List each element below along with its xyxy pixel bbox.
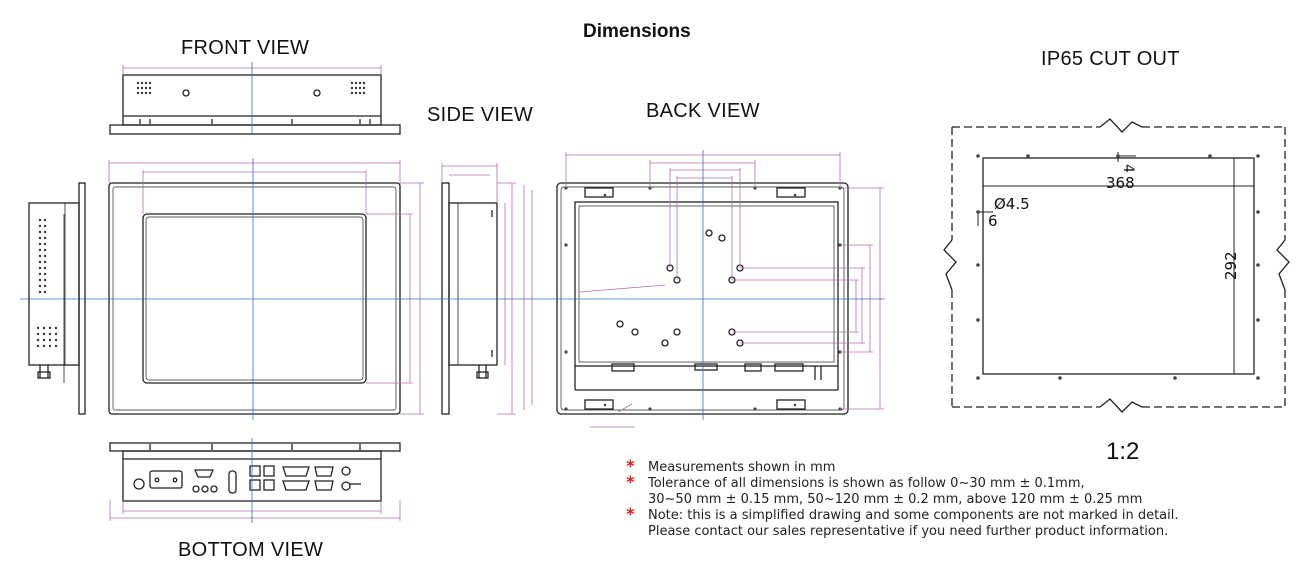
bottom-dimension-lines	[109, 500, 401, 521]
front-view-drawing	[109, 74, 401, 135]
note-line: Measurements shown in mm	[648, 460, 836, 475]
note-star: *	[626, 505, 635, 525]
note-line: Note: this is a simplified drawing and s…	[648, 508, 1179, 523]
main-panel-dimension-lines	[108, 160, 424, 415]
main-panel-drawing	[108, 182, 401, 415]
note-line: Please contact our sales representative …	[648, 524, 1169, 539]
note-line: 30~50 mm ± 0.15 mm, 50~120 mm ± 0.2 mm, …	[648, 492, 1143, 507]
back-view-label: BACK VIEW	[646, 100, 760, 122]
note-star: *	[626, 457, 635, 477]
notes-block: * Measurements shown in mm * Tolerance o…	[626, 457, 1179, 540]
bottom-view-label: BOTTOM VIEW	[178, 539, 324, 561]
cutout-holes	[976, 154, 1260, 380]
back-dimension-lines	[565, 152, 884, 428]
back-centerlines	[540, 150, 885, 420]
left-side-vents	[36, 218, 58, 348]
cutout-hole-label: Ø4.5	[994, 195, 1030, 213]
cutout-height-label: 292	[1222, 251, 1240, 280]
left-side-drawing	[28, 182, 86, 415]
cutout-width-label: 368	[1106, 174, 1135, 192]
page-title: Dimensions	[583, 21, 691, 42]
cutout-left-offset-label: 6	[988, 212, 998, 230]
bottom-view-drawing	[109, 442, 401, 502]
scale-label: 1:2	[1106, 438, 1140, 465]
side-dimension-lines	[441, 163, 533, 415]
front-view-label: FRONT VIEW	[181, 37, 310, 59]
side-view-label: SIDE VIEW	[427, 104, 534, 126]
note-item: * Tolerance of all dimensions is shown a…	[626, 473, 1179, 508]
cutout-top-offset-label: 4	[1120, 164, 1136, 173]
side-view-drawing	[441, 182, 498, 415]
back-view-drawing	[556, 182, 849, 415]
note-line: Tolerance of all dimensions is shown as …	[648, 476, 1085, 491]
cutout-view-label: IP65 CUT OUT	[1041, 48, 1180, 70]
cutout-outline	[943, 118, 1290, 413]
main-panel-centerlines	[20, 158, 430, 420]
note-item: * Measurements shown in mm	[626, 457, 1179, 477]
note-item: * Note: this is a simplified drawing and…	[626, 505, 1179, 540]
note-star: *	[626, 473, 635, 493]
